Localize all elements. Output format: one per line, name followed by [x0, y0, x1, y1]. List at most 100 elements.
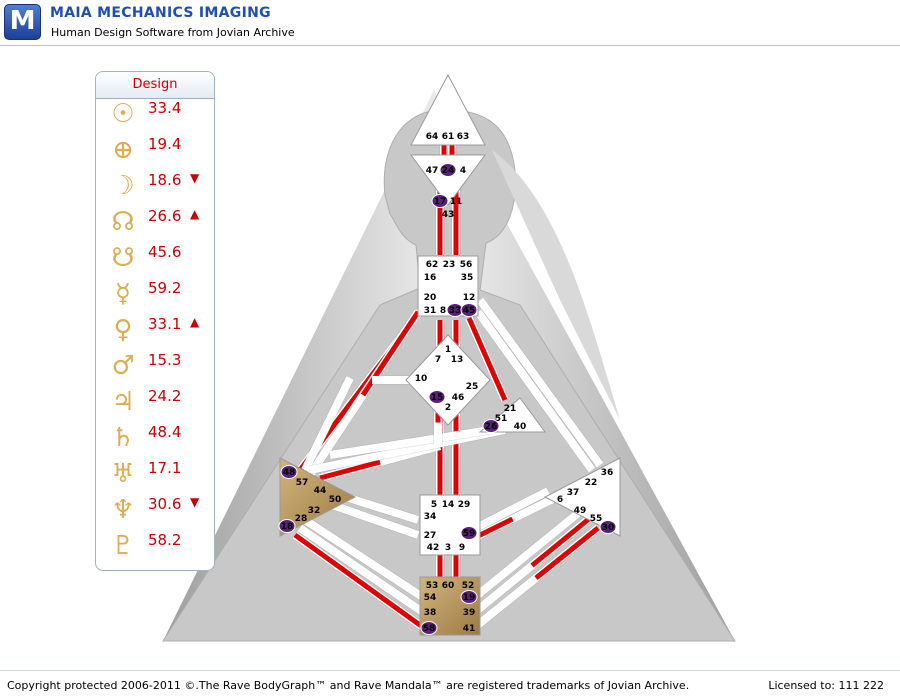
gate-number: 17: [434, 197, 447, 207]
gate-number: 30: [602, 523, 615, 533]
gate-number: 50: [329, 495, 342, 505]
gate-64: 64: [426, 132, 439, 142]
gate-number: 11: [450, 197, 463, 207]
gate-39: 39: [463, 608, 476, 618]
gate-number: 57: [296, 478, 309, 488]
gate-number: 25: [466, 382, 479, 392]
gate-61: 61: [442, 132, 455, 142]
channel: [301, 376, 354, 472]
app-header: M MAIA MECHANICS IMAGING Human Design So…: [0, 0, 900, 46]
gate-4: 4: [460, 166, 466, 176]
gate-number: 62: [426, 260, 439, 270]
active-channel: [530, 516, 592, 568]
gate-13: 13: [451, 355, 464, 365]
jupiter-icon: ♃: [111, 387, 135, 417]
active-channel: [466, 316, 508, 402]
gate-line-value: 58.2: [148, 531, 182, 549]
gate-number: 43: [442, 210, 455, 220]
spleen-center: [279, 457, 357, 537]
gate-line-value: 19.4: [148, 135, 182, 153]
gate-44: 44: [314, 486, 327, 496]
gate-15-active: 15: [428, 390, 446, 404]
gate-number: 38: [424, 608, 437, 618]
gate-2: 2: [445, 403, 451, 413]
gate-36: 36: [601, 468, 614, 478]
gate-marker: [599, 520, 617, 534]
mercury-icon: ☿: [115, 279, 131, 309]
gate-number: 39: [463, 608, 476, 618]
gate-number: 10: [415, 374, 428, 384]
gate-30-active: 30: [599, 520, 617, 534]
gate-marker: [460, 590, 478, 604]
gate-58-active: 58: [420, 621, 438, 635]
gate-number: 13: [451, 355, 464, 365]
design-row: ⊕ 19.4: [96, 135, 214, 169]
gate-number: 9: [459, 543, 465, 553]
gate-45-active: 45: [460, 303, 478, 317]
design-row: ☋45.6: [96, 243, 214, 277]
copyright-text: Copyright protected 2006-2011 ©.The Rave…: [7, 679, 690, 692]
gate-marker: [278, 519, 296, 533]
gate-marker: [460, 303, 478, 317]
gate-6: 6: [557, 495, 563, 505]
neptune-icon: ♆: [111, 495, 135, 525]
gate-10: 10: [415, 374, 428, 384]
design-row: ☽18.6▼: [96, 171, 214, 205]
gate-number: 20: [424, 293, 437, 303]
gate-29: 29: [458, 500, 471, 510]
gate-number: 49: [574, 506, 587, 516]
gate-56: 56: [460, 260, 473, 270]
gate-35: 35: [461, 273, 474, 283]
design-row: ♄48.4: [96, 423, 214, 457]
gate-line-value: 18.6: [148, 171, 182, 189]
design-row: ♇ 58.2: [96, 531, 214, 565]
app-logo: M: [4, 4, 41, 40]
channel: [476, 297, 604, 468]
gate-42: 42: [427, 543, 440, 553]
gate-49: 49: [574, 506, 587, 516]
design-panel: Design ☉33.4⊕19.4☽18.6▼☊26.6▲☋45.6☿59.2♀…: [95, 71, 215, 571]
gate-20: 20: [424, 293, 437, 303]
ajna-center: [410, 154, 486, 206]
venus-icon: ♀: [113, 315, 133, 345]
design-row: ♀33.1▲: [96, 315, 214, 349]
gate-18-active: 18: [278, 519, 296, 533]
gate-34: 34: [424, 512, 437, 522]
gate-24-active: 24: [439, 163, 457, 177]
gate-8: 8: [440, 306, 446, 316]
gate-number: 45: [463, 306, 476, 316]
gate-number: 1: [445, 345, 451, 355]
gate-43: 43: [442, 210, 455, 220]
gate-number: 35: [461, 273, 474, 283]
gate-marker: [420, 621, 438, 635]
gate-27: 27: [424, 531, 437, 541]
gate-number: 40: [514, 422, 527, 432]
gate-number: 34: [424, 512, 437, 522]
gate-25: 25: [466, 382, 479, 392]
gate-number: 4: [460, 166, 466, 176]
gate-number: 31: [424, 306, 437, 316]
gate-number: 58: [423, 624, 436, 634]
gate-60: 60: [442, 581, 455, 591]
gate-26-active: 26: [482, 419, 500, 433]
pluto-icon: ♇: [111, 531, 135, 561]
gate-marker: [280, 465, 298, 479]
gate-number: 55: [590, 514, 603, 524]
head-center: [410, 73, 486, 146]
gate-number: 61: [442, 132, 455, 142]
gate-line-value: 33.1: [148, 315, 182, 333]
gate-line-value: 15.3: [148, 351, 182, 369]
gate-62: 62: [426, 260, 439, 270]
gate-51: 51: [495, 414, 508, 424]
gate-number: 21: [504, 404, 517, 414]
g-center: [405, 334, 491, 426]
design-row: ☉33.4: [96, 99, 214, 133]
gate-number: 51: [495, 414, 508, 424]
channel: [468, 487, 550, 535]
design-row: ☿59.2: [96, 279, 214, 313]
gate-number: 15: [431, 393, 444, 403]
app-title: MAIA MECHANICS IMAGING: [50, 5, 271, 21]
gate-number: 63: [457, 132, 470, 142]
active-channel: [534, 526, 600, 580]
earth-icon: ⊕: [112, 135, 134, 165]
